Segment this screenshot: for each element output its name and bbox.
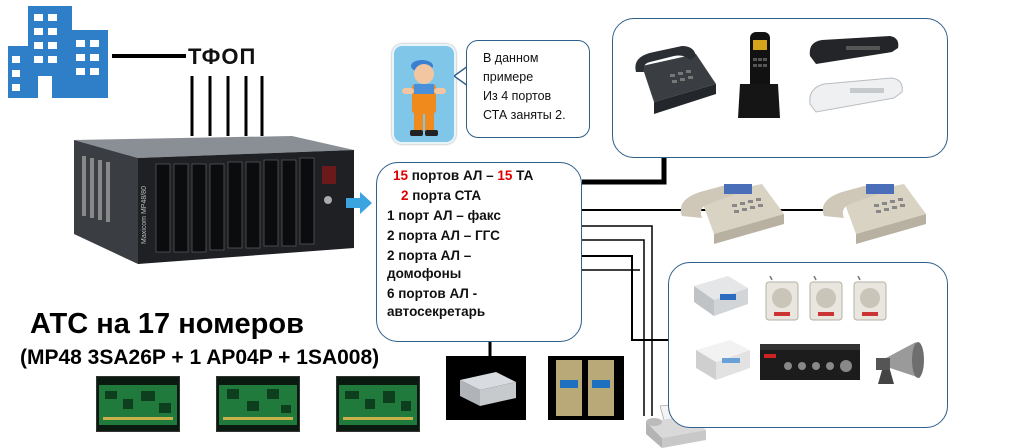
- worker-icon: [402, 60, 446, 136]
- port-allocation-box: 15 портов АЛ – 15 ТА 2 порта СТА 1 порт …: [376, 162, 582, 342]
- desk-phone-icon: [635, 46, 716, 114]
- cordless-phone-icon: [738, 32, 780, 118]
- wall-phone-icon: [809, 77, 903, 113]
- horn-speaker-icon: [876, 342, 924, 384]
- line-intercom-a: 2 порта АЛ –: [387, 248, 472, 263]
- line-fax: 1 порт АЛ – факс: [387, 208, 501, 223]
- intercom-icon: [853, 276, 887, 321]
- line-trunk-phones: 15 портов АЛ – 15 ТА: [387, 167, 571, 185]
- line-sta: 2 порта СТА: [387, 187, 571, 205]
- text: портов АЛ –: [408, 168, 498, 183]
- line-auto-attendant-a: 6 портов АЛ -: [387, 286, 478, 301]
- intercom-icon: [765, 276, 799, 321]
- system-phone-icon: [680, 184, 784, 244]
- line-intercom-b: домофоны: [387, 266, 462, 281]
- bubble-line: В данном: [483, 51, 539, 65]
- wall-phone-icon: [809, 36, 899, 64]
- bubble-line: СТА заняты 2.: [483, 108, 566, 122]
- building-icon: [8, 6, 108, 98]
- bubble-line: Из 4 портов: [483, 89, 552, 103]
- pbx-model-text: Maxicom MP48/80: [141, 186, 148, 244]
- expansion-board: [216, 376, 300, 432]
- text: порта СТА: [408, 188, 482, 203]
- pbx-device: Maxicom MP48/80: [74, 136, 354, 264]
- line-ggs: 2 порта АЛ – ГГС: [387, 228, 500, 243]
- intercom-icon: [809, 276, 843, 321]
- voice-module-icon: [694, 276, 748, 316]
- pstn-label: ТФОП: [188, 44, 257, 69]
- info-bubble: В данном примере Из 4 портов СТА заняты …: [466, 40, 590, 138]
- voice-module-icon: [446, 356, 526, 420]
- line-auto-attendant-b: автосекретарь: [387, 304, 486, 319]
- arrow-right-icon: [346, 192, 372, 214]
- bubble-line: примере: [483, 70, 534, 84]
- count-red: 2: [401, 188, 409, 203]
- diagram-subtitle: (MP48 3SA26P + 1 AP04P + 1SA008): [20, 346, 380, 369]
- worker-card: [392, 44, 456, 144]
- expansion-board: [336, 376, 420, 432]
- expansion-board: [548, 356, 624, 420]
- voice-module-icon: [696, 340, 750, 380]
- text: ТА: [512, 168, 534, 183]
- count-red: 15: [497, 168, 513, 183]
- amplifier-icon: [760, 344, 860, 380]
- diagram-title: АТС на 17 номеров: [30, 308, 304, 340]
- system-phone-icon: [822, 184, 926, 244]
- count-red: 15: [393, 168, 409, 183]
- expansion-board: [96, 376, 180, 432]
